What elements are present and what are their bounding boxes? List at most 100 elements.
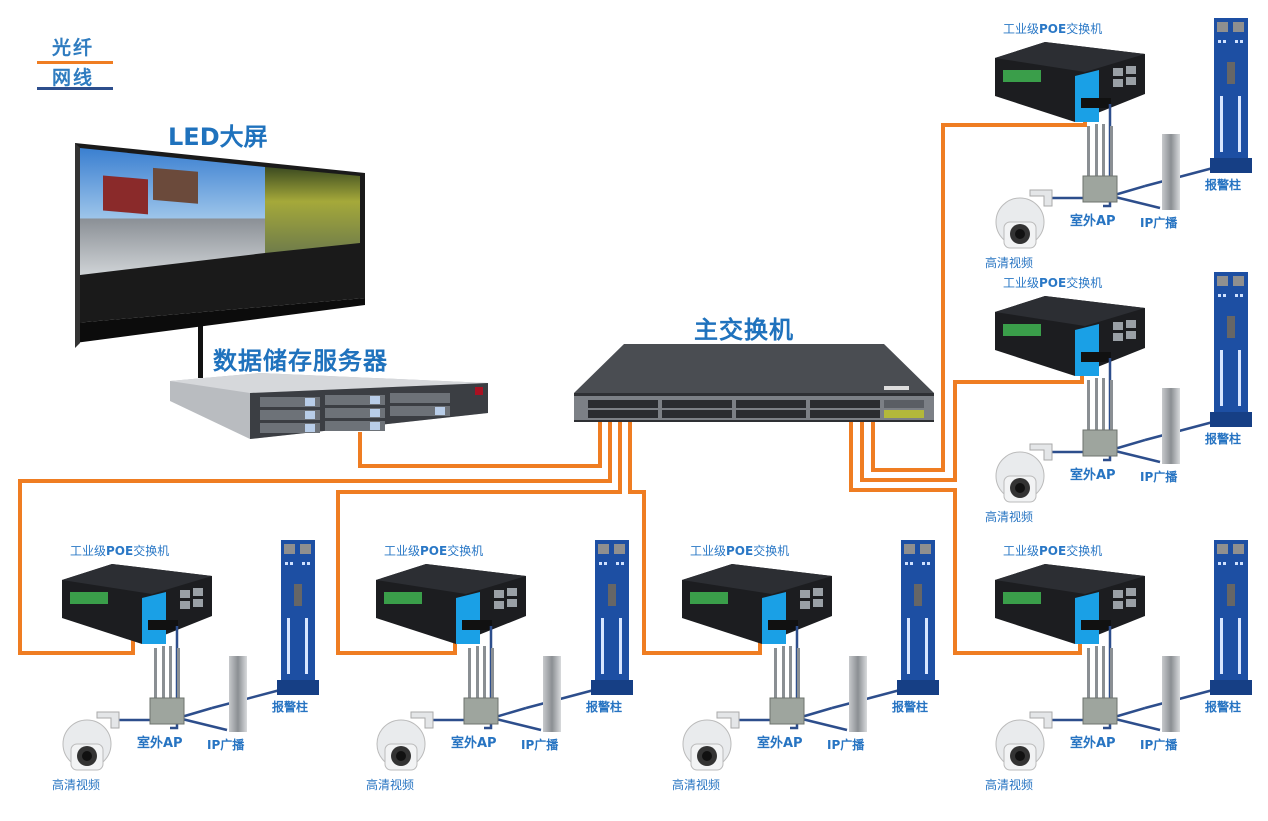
- ethernet-link-speaker: [1110, 716, 1161, 732]
- alarm-pillar-label: 报警柱: [586, 700, 623, 714]
- poe-label-bold: POE: [420, 544, 448, 558]
- led-video-wall: [75, 143, 365, 348]
- ethernet-links: [1050, 358, 1214, 464]
- alarm-pillar: [897, 540, 939, 695]
- ethernet-link-speaker: [1110, 194, 1161, 210]
- alarm-pillar-label: 报警柱: [1205, 432, 1242, 446]
- poe-node-bottom-2: 工业级POE交换机: [346, 536, 646, 806]
- poe-switch-label: 工业级POE交换机: [1003, 542, 1102, 559]
- poe-switch-label: 工业级POE交换机: [70, 542, 169, 559]
- poe-label-suffix: 交换机: [753, 544, 790, 558]
- ip-speaker: [543, 656, 561, 732]
- industrial-poe-switch: [682, 564, 832, 644]
- outdoor-ap-label: 室外AP: [137, 736, 183, 751]
- poe-switch-label: 工业级POE交换机: [1003, 20, 1102, 37]
- ip-speaker: [1162, 656, 1180, 732]
- hd-camera-label: 高清视频: [985, 510, 1034, 524]
- poe-node-bottom-1: 工业级POE交换机: [32, 536, 332, 806]
- industrial-poe-switch: [376, 564, 526, 644]
- ip-speaker: [229, 656, 247, 732]
- poe-label-bold: POE: [1039, 276, 1067, 290]
- industrial-poe-switch: [995, 42, 1145, 122]
- legend-line-fiber: [37, 61, 113, 64]
- outdoor-ap-label: 室外AP: [451, 736, 497, 751]
- poe-switch-label: 工业级POE交换机: [1003, 274, 1102, 291]
- ip-speaker-label: IP广播: [1140, 738, 1178, 752]
- ethernet-link-speaker: [177, 716, 228, 732]
- outdoor-ap-label: 室外AP: [1070, 468, 1116, 483]
- ip-speaker-label: IP广播: [1140, 216, 1178, 230]
- poe-node-bottom-3: 工业级POE交换机: [652, 536, 952, 806]
- poe-label-suffix: 交换机: [133, 544, 170, 558]
- ip-speaker: [1162, 134, 1180, 210]
- fiber-link-server: [358, 420, 602, 468]
- led-wall-label: LED大屏: [168, 117, 268, 152]
- hd-camera: [62, 711, 120, 771]
- ip-speaker-label: IP广播: [521, 738, 559, 752]
- hd-camera: [995, 443, 1053, 503]
- poe-label-bold: POE: [1039, 544, 1067, 558]
- fiber-link-bottom-2: [336, 420, 622, 655]
- outdoor-ap: [149, 646, 185, 725]
- ip-speaker: [1162, 388, 1180, 464]
- fiber-link-bottom-3: [628, 420, 762, 655]
- poe-label-prefix: 工业级: [1003, 22, 1040, 36]
- ip-speaker: [849, 656, 867, 732]
- server-label: 数据储存服务器: [213, 347, 388, 375]
- alarm-pillar-label: 报警柱: [272, 700, 309, 714]
- poe-label-prefix: 工业级: [70, 544, 107, 558]
- poe-label-prefix: 工业级: [1003, 544, 1040, 558]
- alarm-pillar: [1210, 540, 1252, 695]
- core-switch: [574, 344, 934, 422]
- hd-camera-label: 高清视频: [672, 778, 721, 792]
- alarm-pillar: [591, 540, 633, 695]
- poe-switch-label: 工业级POE交换机: [384, 542, 483, 559]
- ip-speaker-label: IP广播: [1140, 470, 1178, 484]
- ethernet-link-speaker: [491, 716, 542, 732]
- poe-label-bold: POE: [1039, 22, 1067, 36]
- outdoor-ap: [1082, 378, 1118, 457]
- hd-camera: [682, 711, 740, 771]
- led-wall-label-cn: 大屏: [219, 123, 268, 151]
- legend-label-fiber: 光纤: [52, 37, 95, 59]
- legend-line-ethernet: [37, 87, 113, 90]
- alarm-pillar-label: 报警柱: [892, 700, 929, 714]
- outdoor-ap: [1082, 646, 1118, 725]
- ethernet-link-speaker: [1110, 448, 1161, 464]
- poe-label-suffix: 交换机: [447, 544, 484, 558]
- hd-camera-label: 高清视频: [52, 778, 101, 792]
- legend-label-ethernet: 网线: [52, 67, 95, 89]
- alarm-pillar: [1210, 18, 1252, 173]
- outdoor-ap: [1082, 124, 1118, 203]
- alarm-pillar-label: 报警柱: [1205, 700, 1242, 714]
- led-stand-pole: [198, 318, 203, 378]
- poe-label-prefix: 工业级: [1003, 276, 1040, 290]
- poe-label-suffix: 交换机: [1066, 276, 1103, 290]
- hd-camera-label: 高清视频: [985, 256, 1034, 270]
- core-switch-label: 主交换机: [694, 316, 794, 344]
- hd-camera-label: 高清视频: [985, 778, 1034, 792]
- poe-label-prefix: 工业级: [690, 544, 727, 558]
- fiber-link-bottom-1: [18, 420, 612, 655]
- outdoor-ap: [769, 646, 805, 725]
- hd-camera-label: 高清视频: [366, 778, 415, 792]
- alarm-pillar: [1210, 272, 1252, 427]
- industrial-poe-switch: [995, 564, 1145, 644]
- fiber-link-right-bottom: [849, 420, 1082, 655]
- data-storage-server: [170, 373, 488, 439]
- led-wall-label-latin: LED: [168, 123, 220, 151]
- ethernet-link-speaker: [797, 716, 848, 732]
- hd-camera: [995, 711, 1053, 771]
- ip-speaker-label: IP广播: [207, 738, 245, 752]
- alarm-pillar: [277, 540, 319, 695]
- poe-label-suffix: 交换机: [1066, 544, 1103, 558]
- poe-label-prefix: 工业级: [384, 544, 421, 558]
- poe-switch-label: 工业级POE交换机: [690, 542, 789, 559]
- hd-camera: [376, 711, 434, 771]
- fiber-link-right-top: [871, 110, 1087, 472]
- ip-speaker-label: IP广播: [827, 738, 865, 752]
- poe-label-bold: POE: [726, 544, 754, 558]
- poe-node-right-mid: 工业级POE交换机: [965, 268, 1265, 538]
- poe-node-right-bottom: 工业级POE交换机: [965, 536, 1265, 806]
